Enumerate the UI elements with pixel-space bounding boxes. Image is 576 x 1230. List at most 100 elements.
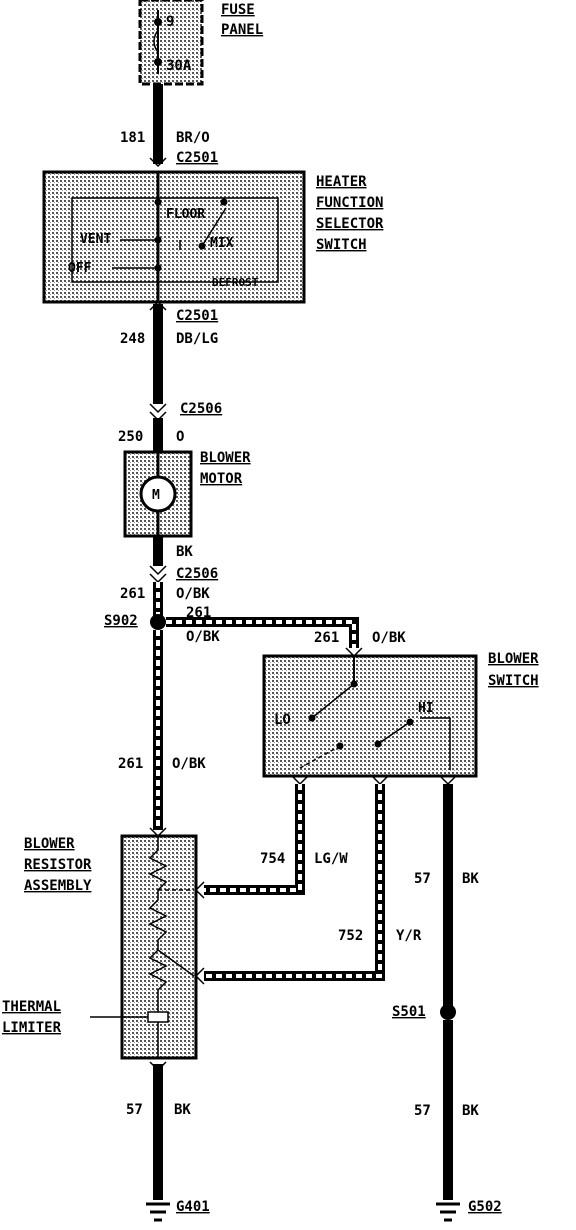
blower-contact-lo bbox=[308, 714, 316, 722]
wire-57-ground-number: 57 bbox=[414, 1103, 431, 1119]
wire-57-resistor-number: 57 bbox=[126, 1102, 143, 1118]
blower-switch-title-1: BLOWER bbox=[488, 651, 539, 667]
heater-switch-title-1: HEATER bbox=[316, 174, 367, 190]
wire-261-switch-color: O/BK bbox=[372, 630, 406, 646]
blower-switch-hi-path bbox=[420, 717, 451, 770]
connector-arrow-c2506-top-1 bbox=[149, 403, 167, 414]
fuse-panel-title-2: PANEL bbox=[221, 22, 263, 38]
blower-motor-title-1: BLOWER bbox=[200, 450, 251, 466]
heater-switch-blade bbox=[201, 207, 227, 247]
resistor-element bbox=[148, 836, 168, 1058]
wire-261-mid-color: O/BK bbox=[172, 756, 206, 772]
ground-g401-icon bbox=[146, 1202, 170, 1222]
wire-248-color: DB/LG bbox=[176, 331, 218, 347]
wire-261-mid-number: 261 bbox=[118, 756, 143, 772]
connector-arrow-c2506-bottom-2 bbox=[149, 573, 167, 584]
connector-c2501-top: C2501 bbox=[176, 150, 218, 166]
wire-752-number: 752 bbox=[338, 928, 363, 944]
connector-arrow-c2506-bottom-1 bbox=[149, 565, 167, 576]
thermal-limiter-title-1: THERMAL bbox=[2, 999, 61, 1015]
connector-c2501-bottom: C2501 bbox=[176, 308, 218, 324]
wire-57-switch-color: BK bbox=[462, 871, 479, 887]
wire-754-number: 754 bbox=[260, 851, 285, 867]
fuse-link bbox=[153, 29, 159, 53]
blower-switch-mid-link bbox=[299, 745, 341, 769]
heater-switch-inner bbox=[71, 197, 279, 283]
blower-pos-hi: HI bbox=[418, 701, 434, 716]
blower-switch-hi-blade bbox=[377, 721, 411, 745]
wire-57-resistor-color: BK bbox=[174, 1102, 191, 1118]
heater-switch-title-3: SELECTOR bbox=[316, 216, 384, 232]
connector-arrow-resistor-754 bbox=[194, 881, 205, 899]
blower-switch-title-2: SWITCH bbox=[488, 673, 539, 689]
heater-pos-off: OFF bbox=[68, 261, 92, 276]
fuse-panel-box bbox=[138, 0, 204, 86]
heater-contact-top bbox=[154, 198, 162, 206]
wire-57-ground-color: BK bbox=[462, 1103, 479, 1119]
wire-250-number: 250 bbox=[118, 429, 143, 445]
blower-switch: LO HI BLOWER SWITCH bbox=[262, 651, 539, 778]
wire-754-color: LG/W bbox=[314, 851, 348, 867]
splice-s902 bbox=[150, 614, 166, 630]
fuse-panel-title-1: FUSE bbox=[221, 2, 255, 18]
wire-250-color: O bbox=[176, 429, 184, 445]
connector-arrow-resistor-752 bbox=[194, 967, 205, 985]
thermal-limiter-title-2: LIMITER bbox=[2, 1020, 62, 1036]
wire-754 bbox=[204, 784, 305, 895]
thermal-limiter-element bbox=[147, 1011, 169, 1023]
wire-57-switch-number: 57 bbox=[414, 871, 431, 887]
wire-752-color: Y/R bbox=[396, 928, 422, 944]
blower-resistor-assembly: BLOWER RESISTOR ASSEMBLY bbox=[24, 834, 198, 1060]
wire-261-branch-number: 261 bbox=[186, 605, 211, 621]
fuse-terminal-top bbox=[154, 18, 162, 26]
connector-arrow-c2501-bottom bbox=[149, 300, 167, 311]
motor-icon bbox=[139, 475, 177, 513]
heater-switch-title-2: FUNCTION bbox=[316, 195, 383, 211]
fuse-rating: 30A bbox=[166, 58, 192, 74]
wire-752 bbox=[204, 784, 385, 981]
blower-motor: M BLOWER MOTOR bbox=[123, 450, 251, 538]
wire-261-switch-number: 261 bbox=[314, 630, 339, 646]
ground-g502-icon bbox=[436, 1202, 460, 1222]
ground-g401-label: G401 bbox=[176, 1199, 210, 1215]
heater-pos-defrost: DEFROST bbox=[212, 276, 259, 289]
heater-pos-vent: VENT bbox=[80, 232, 111, 247]
wire-752-stripe bbox=[204, 784, 382, 978]
blower-motor-title-2: MOTOR bbox=[200, 471, 243, 487]
splice-s902-label: S902 bbox=[104, 613, 138, 629]
wire-248-number: 248 bbox=[120, 331, 145, 347]
heater-function-selector-switch: FLOOR VENT MIX OFF DEFROST HEATER FUNCTI… bbox=[42, 170, 384, 304]
wire-181-number: 181 bbox=[120, 130, 145, 146]
blower-pos-lo: LO bbox=[274, 712, 291, 728]
fuse-number: 9 bbox=[166, 14, 174, 30]
heater-pos-floor: FLOOR bbox=[166, 207, 205, 222]
blower-contact-m1 bbox=[336, 742, 344, 750]
heater-switch-box bbox=[42, 170, 306, 304]
connector-c2506-bottom: C2506 bbox=[176, 566, 218, 582]
resistor-title-2: RESISTOR bbox=[24, 857, 92, 873]
wire-261-branch-stripe bbox=[166, 620, 356, 648]
connector-c2506-top: C2506 bbox=[180, 401, 222, 417]
connector-arrow-c2501-top bbox=[149, 157, 167, 168]
wire-754-stripe bbox=[204, 784, 302, 892]
splice-s501-label: S501 bbox=[392, 1004, 426, 1020]
splice-s501 bbox=[440, 1004, 456, 1020]
resistor-tap-752 bbox=[157, 949, 195, 977]
resistor-title-3: ASSEMBLY bbox=[24, 878, 92, 894]
ground-g502-label: G502 bbox=[468, 1199, 502, 1215]
wire-261-branch-color: O/BK bbox=[186, 629, 220, 645]
blower-switch-lo-blade bbox=[311, 683, 355, 719]
blower-switch-box bbox=[262, 654, 478, 778]
fuse-terminal-bottom bbox=[154, 58, 162, 66]
fuse-panel: 9 30A FUSE PANEL bbox=[138, 0, 263, 86]
resistor-title-1: BLOWER bbox=[24, 836, 75, 852]
wire-181-color: BR/O bbox=[176, 130, 210, 146]
motor-symbol: M bbox=[152, 488, 160, 503]
heater-pos-mix: MIX bbox=[210, 236, 234, 251]
wire-261-top-number: 261 bbox=[120, 586, 145, 602]
wire-261-top-color: O/BK bbox=[176, 586, 210, 602]
heater-contact-floor bbox=[220, 198, 228, 206]
wire-motor-bk: BK bbox=[176, 544, 193, 560]
